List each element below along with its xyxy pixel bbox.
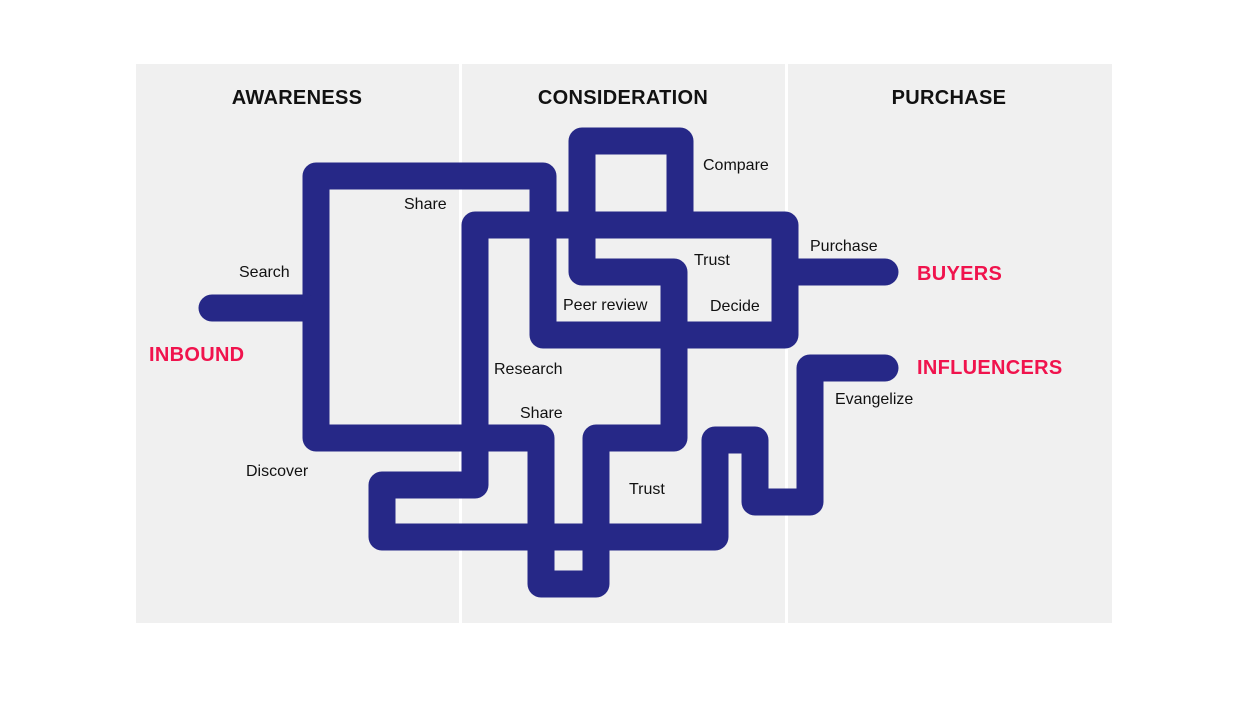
step-label-search: Search [239, 264, 290, 281]
stage-panel-purchase [788, 64, 1112, 623]
journey-path-inbound [198, 162, 899, 551]
step-label-share-top: Share [404, 196, 447, 213]
step-label-compare: Compare [703, 157, 769, 174]
endpoint-inbound: INBOUND [149, 344, 244, 366]
journey-path-compare-loop [302, 127, 694, 598]
step-label-trust-top: Trust [694, 252, 730, 269]
step-label-decide: Decide [710, 298, 760, 315]
step-label-discover: Discover [246, 463, 309, 480]
stage-title-purchase: PURCHASE [892, 87, 1007, 109]
step-label-research: Research [494, 361, 562, 378]
step-label-evangelize: Evangelize [835, 391, 913, 408]
journey-paths [198, 127, 899, 598]
endpoint-influencers: INFLUENCERS [917, 357, 1063, 379]
stage-title-awareness: AWARENESS [232, 87, 363, 109]
step-label-share-bottom: Share [520, 405, 563, 422]
step-label-purchase: Purchase [810, 238, 878, 255]
stage-title-consideration: CONSIDERATION [538, 87, 708, 109]
step-label-peer-review: Peer review [563, 297, 648, 314]
step-label-trust-bottom: Trust [629, 481, 665, 498]
endpoint-buyers: BUYERS [917, 263, 1002, 285]
